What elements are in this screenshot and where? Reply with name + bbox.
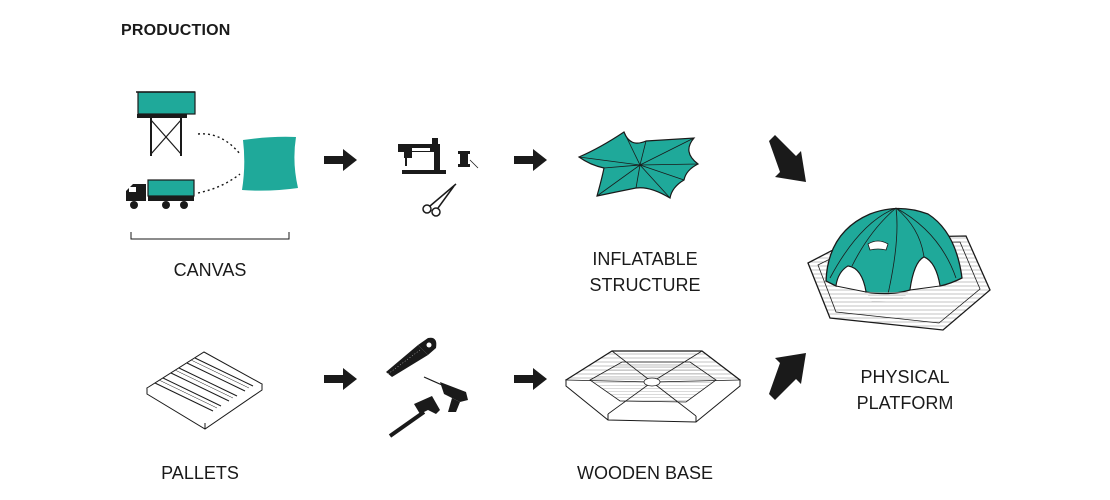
sewing-machine-icon (398, 138, 446, 174)
label-physical-platform: PHYSICAL PLATFORM (856, 367, 954, 413)
arrow-icon (324, 135, 806, 400)
label-canvas: CANVAS (173, 260, 247, 280)
label-wooden-base: WOODEN BASE (576, 463, 714, 483)
billboard-icon (136, 91, 196, 156)
scissors-icon (422, 183, 457, 217)
wooden-base-icon (564, 350, 742, 423)
truck-icon (126, 179, 195, 209)
inflatable-membrane-icon (577, 131, 700, 199)
pallet-icon (146, 351, 263, 430)
dome-platform-icon (807, 207, 991, 331)
label-pallets: PALLETS (161, 463, 239, 483)
hammer-icon (388, 396, 440, 438)
drill-icon (423, 376, 468, 412)
canvas-sheet-icon (242, 136, 298, 191)
handsaw-icon (386, 337, 437, 377)
thread-spool-icon (458, 151, 479, 169)
label-inflatable-structure: INFLATABLE STRUCTURE (589, 249, 701, 295)
diagram-title: PRODUCTION (121, 22, 231, 39)
